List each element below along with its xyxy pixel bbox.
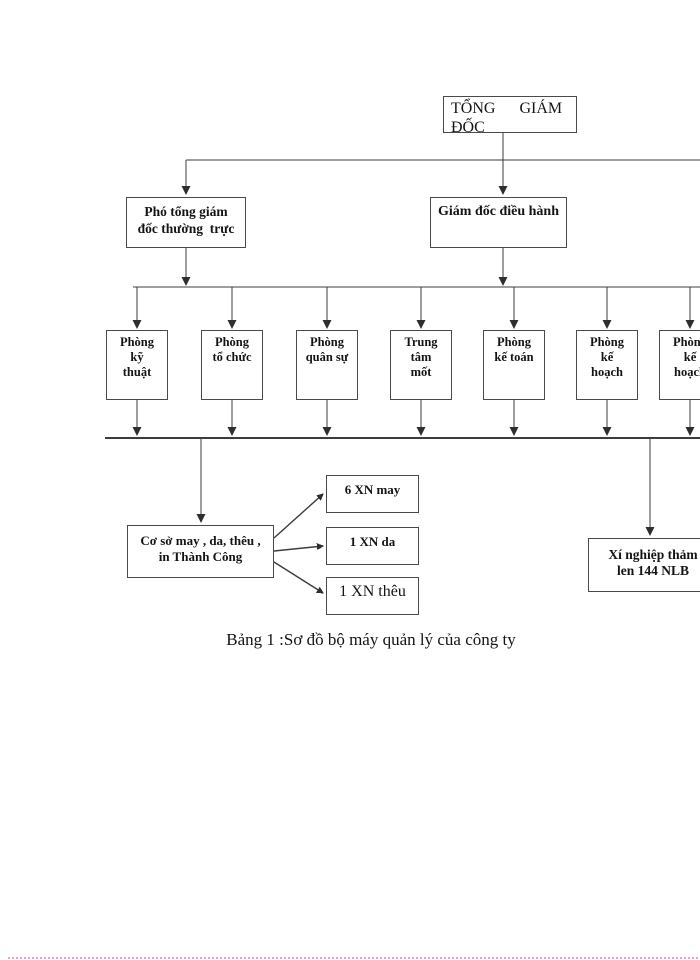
node-xi-nghiep-tham-len: Xí nghiệp thảm len 144 NLB bbox=[588, 538, 700, 592]
node-phong-ky-thuat: Phòng kỹ thuật bbox=[106, 330, 168, 400]
node-1-xn-da: 1 XN da bbox=[326, 527, 419, 565]
connector-coso-to-xn-may bbox=[273, 493, 324, 539]
node-1-xn-theu: 1 XN thêu bbox=[326, 577, 419, 615]
page-break-line bbox=[8, 957, 698, 959]
node-trung-tam-mot: Trung tâm mốt bbox=[390, 330, 452, 400]
node-co-so-may: Cơ sở may , da, thêu , in Thành Công bbox=[127, 525, 274, 578]
node-6-xn-may: 6 XN may bbox=[326, 475, 419, 513]
node-pho-tong-giam-doc: Phó tổng giám đốc thường trực bbox=[126, 197, 246, 248]
diagram-caption: Bảng 1 :Sơ đồ bộ máy quản lý của công ty bbox=[226, 630, 516, 649]
node-phong-to-chuc: Phòng tổ chức bbox=[201, 330, 263, 400]
node-phong-quan-su: Phòng quân sự bbox=[296, 330, 358, 400]
node-phong-ke-hoach-1: Phòng kế hoạch bbox=[576, 330, 638, 400]
connector-coso-to-xn-theu bbox=[273, 561, 324, 594]
node-phong-ke-hoach-2: Phòng kế hoạch bbox=[659, 330, 700, 400]
node-phong-ke-toan: Phòng kế toán bbox=[483, 330, 545, 400]
node-giam-doc-dieu-hanh: Giám đốc điều hành bbox=[430, 197, 567, 248]
node-tong-giam-doc: TỔNG GIÁM ĐỐC bbox=[443, 96, 577, 133]
connector-coso-to-xn-da bbox=[273, 543, 324, 552]
